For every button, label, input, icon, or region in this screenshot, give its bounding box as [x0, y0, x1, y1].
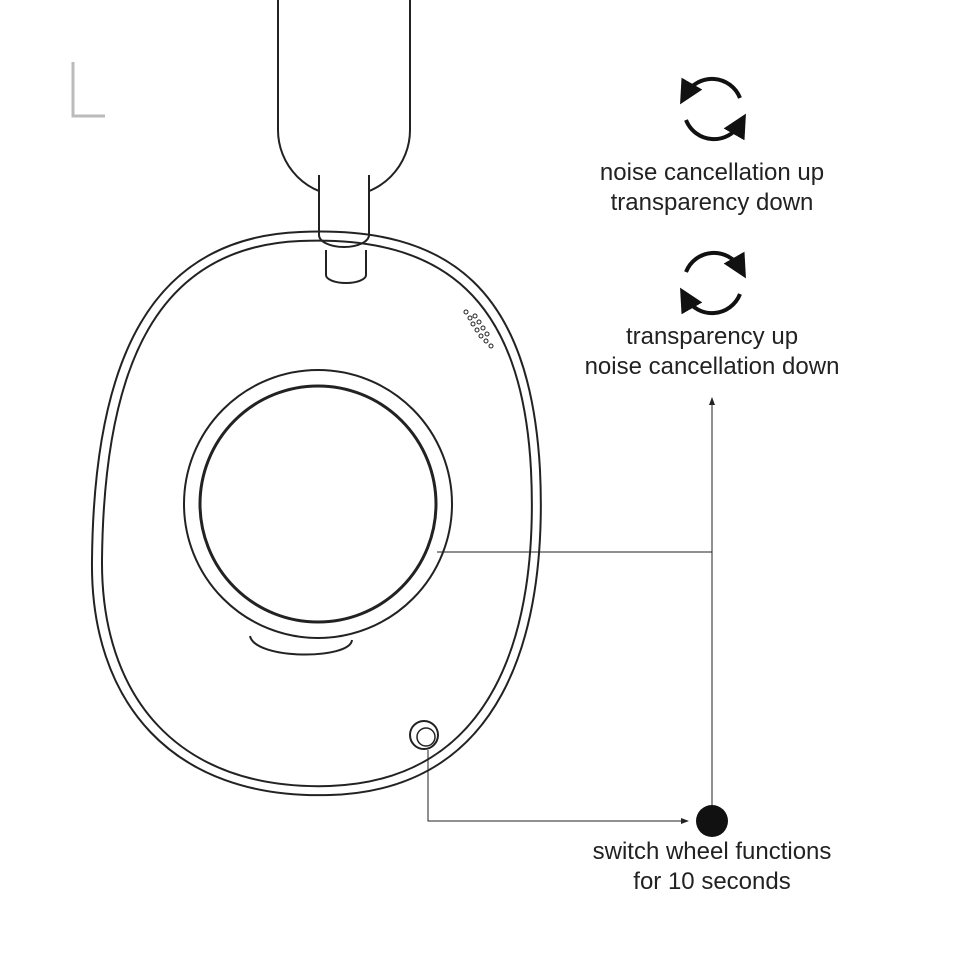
- label-line: noise cancellation down: [584, 353, 840, 380]
- control-wheel: [198, 384, 438, 624]
- transparency-up-label: transparency up noise cancellation down: [552, 322, 872, 382]
- earcup-outer: [90, 230, 542, 797]
- earcup-inner: [100, 239, 533, 788]
- rotate-clockwise-icon: [680, 250, 746, 316]
- label-line: transparency down: [610, 189, 814, 216]
- noise-cancellation-up-label: noise cancellation up transparency down: [552, 158, 872, 218]
- label-line: for 10 seconds: [633, 868, 791, 895]
- side-marker-l: [71, 62, 105, 118]
- microphone-holes: [463, 309, 494, 349]
- connector: [325, 250, 367, 284]
- stem: [318, 175, 370, 248]
- label-line: transparency up: [625, 323, 799, 350]
- headband: [277, 0, 411, 197]
- switch-wheel-label: switch wheel functions for 10 seconds: [552, 837, 872, 897]
- press-indicator-dot: [696, 805, 728, 837]
- label-line: noise cancellation up: [599, 159, 825, 186]
- function-button: [409, 720, 439, 750]
- wheel-tab: [249, 635, 353, 656]
- rotate-counterclockwise-icon: [680, 76, 746, 142]
- label-line: switch wheel functions: [592, 838, 832, 865]
